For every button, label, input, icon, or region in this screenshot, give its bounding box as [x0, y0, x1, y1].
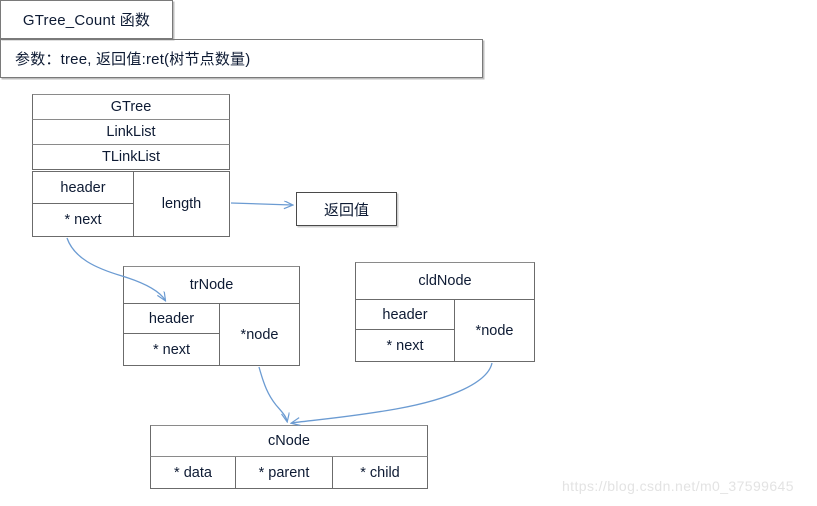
gtree-row-tlinklist: TLinkList — [32, 144, 230, 170]
cldnode-field-node: *node — [454, 299, 535, 362]
wire-gtree-to-return — [230, 203, 292, 205]
cnode-data-label: * data — [174, 464, 212, 481]
function-name-box: GTree_Count 函数 — [0, 0, 173, 39]
trnode-node-label: *node — [240, 326, 279, 343]
trnode-header-label: header — [148, 310, 195, 327]
cldnode-row-title: cldNode — [355, 262, 535, 300]
gtree-linklist-label: LinkList — [106, 124, 156, 140]
cldnode-header-label: header — [382, 306, 428, 323]
cnode-parent-label: * parent — [258, 464, 310, 481]
struct-cnode: cNode * data * parent * child — [150, 425, 428, 489]
return-value-box: 返回值 — [296, 192, 397, 226]
wire-cldnode-to-cnode — [292, 362, 493, 423]
return-value-label: 返回值 — [323, 201, 369, 219]
struct-gtree: GTree LinkList TLinkList — [32, 94, 230, 170]
gtree-left-column: header * next — [32, 171, 134, 237]
struct-gtree-fields: header * next length — [32, 171, 230, 237]
trnode-left-column: header * next — [123, 303, 220, 366]
trnode-next-label: * next — [152, 341, 191, 358]
gtree-row-title: GTree — [32, 94, 230, 120]
gtree-length-label: length — [161, 196, 202, 212]
struct-cldnode: cldNode — [355, 262, 535, 300]
gtree-field-length: length — [133, 171, 230, 237]
trnode-title-label: trNode — [189, 277, 234, 293]
gtree-tlinklist-label: TLinkList — [101, 149, 161, 165]
cnode-row-fields: * data * parent * child — [150, 456, 428, 489]
gtree-next-label: * next — [64, 212, 102, 228]
struct-trnode: trNode — [123, 266, 300, 304]
function-name-label: GTree_Count 函数 — [22, 12, 151, 29]
cnode-child-label: * child — [360, 464, 400, 481]
trnode-field-node: *node — [219, 303, 300, 366]
gtree-row-linklist: LinkList — [32, 119, 230, 145]
function-signature-box: 参数：tree, 返回值:ret(树节点数量) — [0, 39, 483, 78]
cnode-field-data: * data — [151, 457, 236, 488]
trnode-row-title: trNode — [123, 266, 300, 304]
wire-trnode-to-cnode — [258, 366, 287, 421]
cnode-title-label: cNode — [268, 433, 310, 449]
cnode-field-parent: * parent — [236, 457, 333, 488]
cldnode-node-label: *node — [475, 322, 514, 339]
cldnode-field-header: header — [355, 299, 455, 330]
cldnode-next-label: * next — [386, 337, 424, 354]
function-signature-label: 参数：tree, 返回值:ret(树节点数量) — [15, 51, 251, 68]
cldnode-title-label: cldNode — [418, 273, 472, 289]
cnode-field-child: * child — [333, 457, 427, 488]
gtree-field-header: header — [32, 171, 134, 204]
struct-cldnode-fields: header * next *node — [355, 299, 535, 362]
gtree-field-next: * next — [32, 203, 134, 237]
watermark-text: https://blog.csdn.net/m0_37599645 — [562, 478, 794, 494]
gtree-header-label: header — [60, 179, 106, 196]
trnode-field-next: * next — [123, 333, 220, 366]
cldnode-field-next: * next — [355, 329, 455, 362]
trnode-field-header: header — [123, 303, 220, 334]
struct-trnode-fields: header * next *node — [123, 303, 300, 366]
cnode-row-title: cNode — [150, 425, 428, 457]
cldnode-left-column: header * next — [355, 299, 455, 362]
gtree-title-label: GTree — [110, 99, 152, 115]
